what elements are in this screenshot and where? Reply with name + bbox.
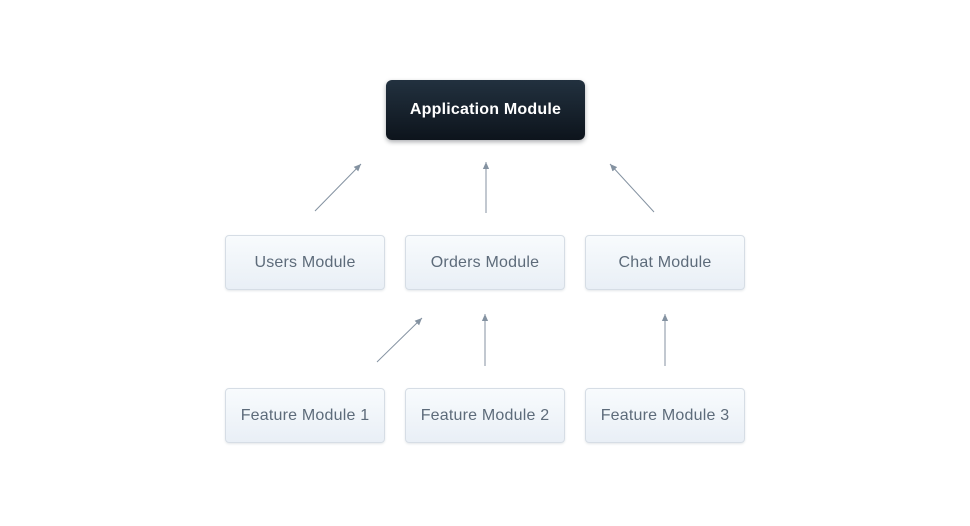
- node-label: Feature Module 2: [420, 406, 550, 424]
- node-feature-module-1: Feature Module 1: [225, 388, 385, 443]
- edge-users-module-to-application-module: [314, 163, 362, 212]
- node-users-module: Users Module: [225, 235, 385, 290]
- node-orders-module: Orders Module: [405, 235, 565, 290]
- node-application-module: Application Module: [386, 80, 585, 140]
- node-label: Orders Module: [430, 253, 540, 271]
- node-feature-module-2: Feature Module 2: [405, 388, 565, 443]
- node-label: Users Module: [254, 253, 356, 271]
- node-label: Feature Module 1: [240, 406, 370, 424]
- node-label: Application Module: [409, 101, 562, 118]
- node-label: Feature Module 3: [600, 406, 730, 424]
- node-chat-module: Chat Module: [585, 235, 745, 290]
- edge-chat-module-to-application-module: [609, 163, 655, 213]
- node-label: Chat Module: [618, 253, 712, 271]
- edge-feature-module-1-to-orders-module: [376, 317, 423, 363]
- node-feature-module-3: Feature Module 3: [585, 388, 745, 443]
